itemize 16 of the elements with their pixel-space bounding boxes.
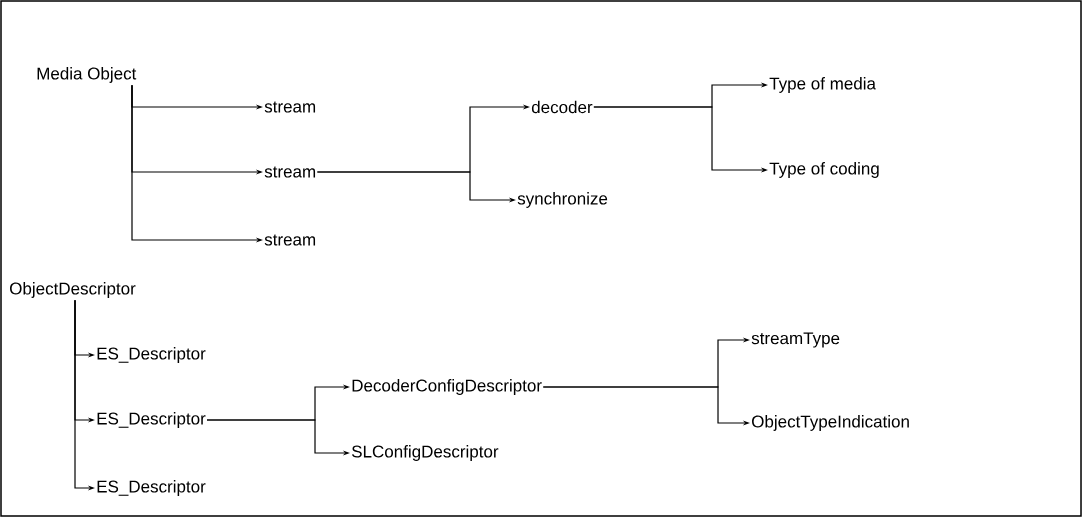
node-label: ES_Descriptor: [97, 412, 206, 428]
node-label: DecoderConfigDescriptor: [352, 379, 542, 395]
node-label: streamType: [751, 332, 840, 348]
node-label: Media Object: [37, 67, 137, 83]
node-label: stream: [264, 166, 316, 178]
node-label: Type of coding: [769, 162, 879, 178]
node-label: SLConfigDescriptor: [351, 445, 499, 461]
node-label: decoder: [531, 100, 593, 114]
node-label: synchronize: [517, 192, 608, 208]
node-label: ES_Descriptor: [97, 480, 206, 496]
node-label: stream: [264, 234, 316, 246]
node-label: ObjectTypeIndication: [752, 415, 909, 431]
node-label: Type of media: [769, 77, 876, 93]
node-label: stream: [264, 101, 316, 113]
node-label: ES_Descriptor: [97, 347, 206, 363]
node-label: ObjectDescriptor: [10, 282, 136, 298]
